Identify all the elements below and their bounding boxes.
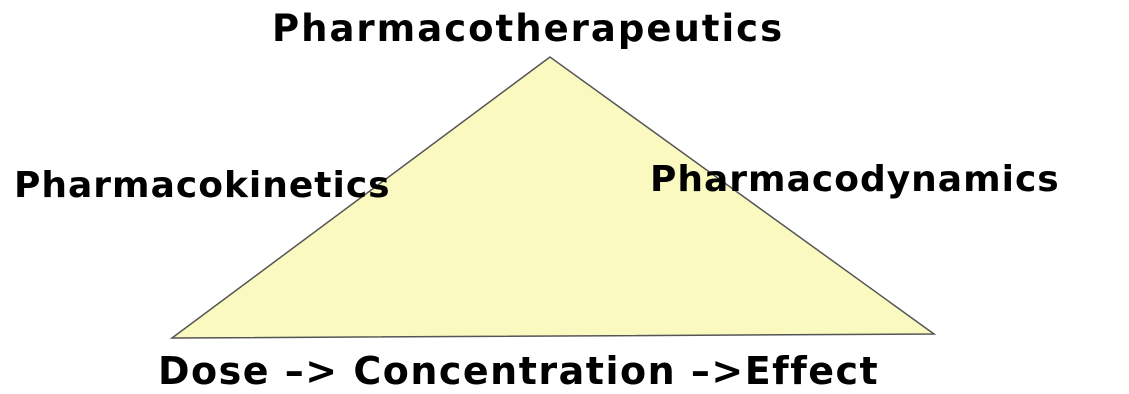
right-side-label: Pharmacodynamics: [650, 159, 1060, 200]
apex-label: Pharmacotherapeutics: [272, 7, 785, 50]
left-side-label: Pharmacokinetics: [14, 165, 391, 206]
triangle: [169, 56, 937, 339]
base-label: Dose –> Concentration –>Effect: [158, 349, 880, 393]
